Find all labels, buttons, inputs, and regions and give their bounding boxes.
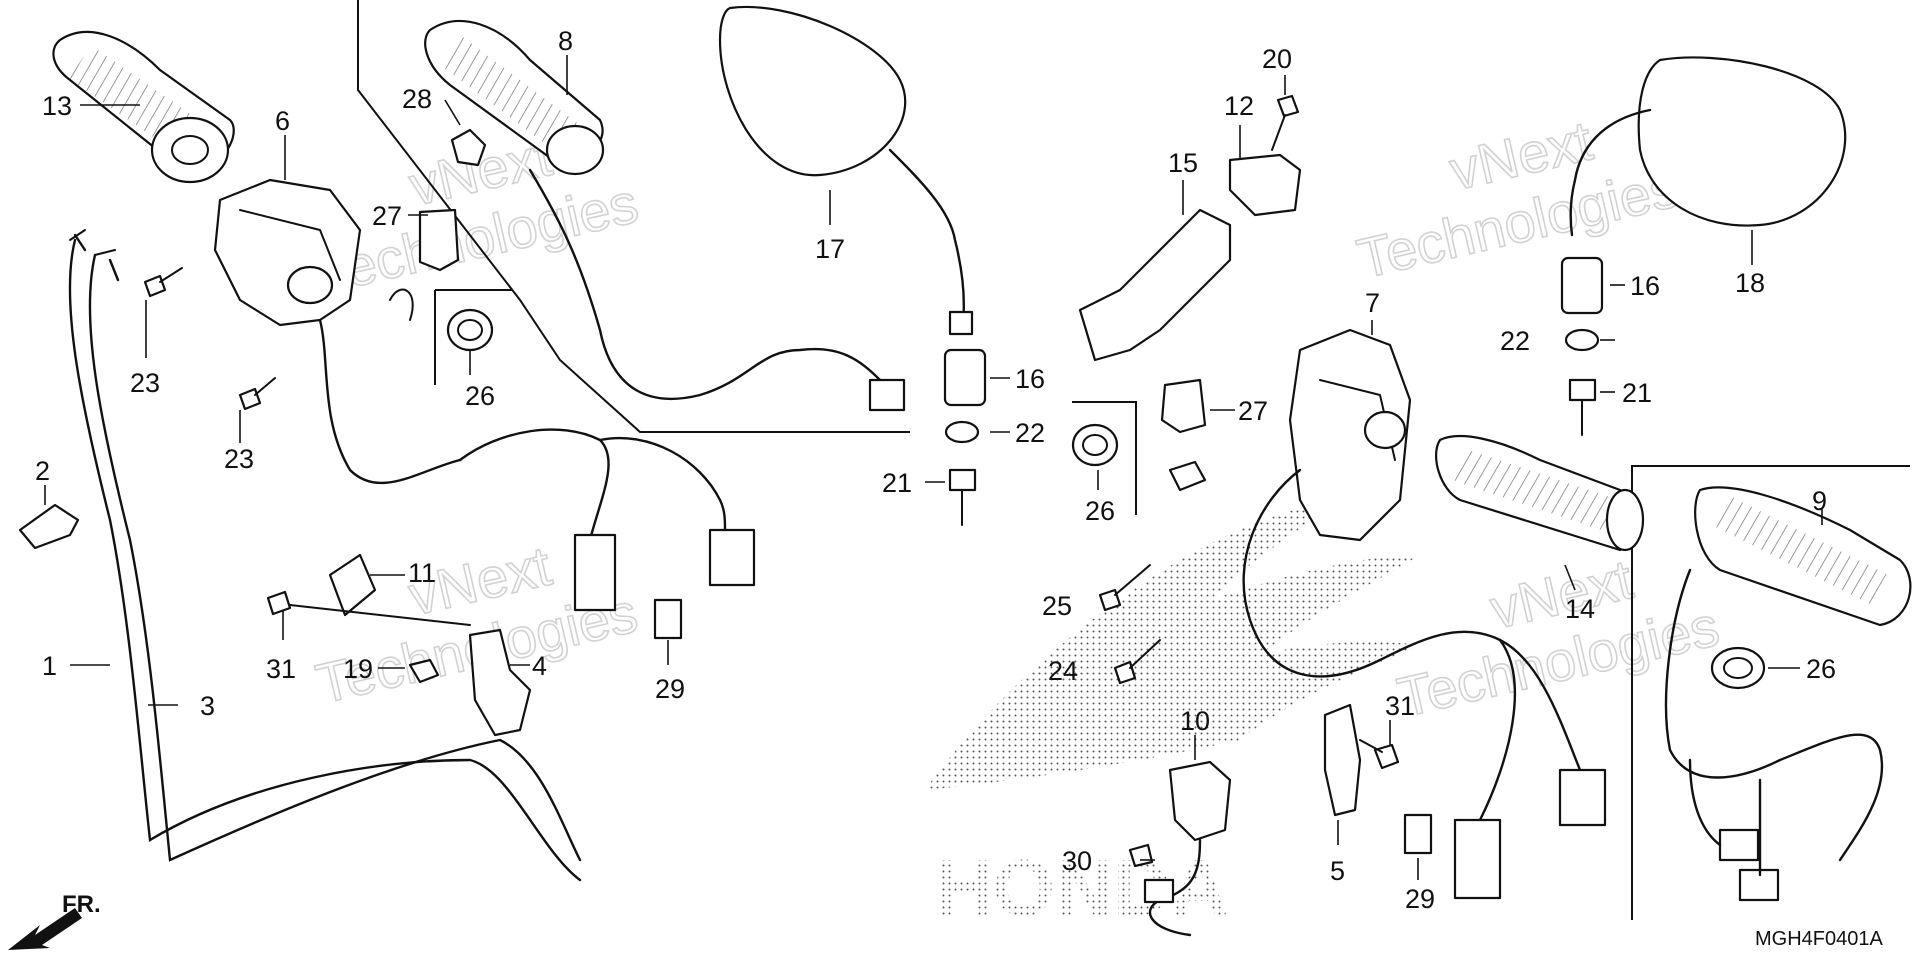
clip-28: [450, 128, 487, 167]
mirror-left: [718, 5, 974, 336]
nut-22-right: [1564, 328, 1600, 352]
watermark-group: vNext Technologies vNext Technologies vN…: [310, 108, 1726, 730]
part-label-12: 12: [1224, 91, 1254, 121]
diagram-code: MGH4F0401A: [1755, 928, 1883, 950]
part-label-13: 13: [42, 91, 72, 121]
part-label-24: 24: [1048, 656, 1078, 686]
part-label-28: 28: [402, 84, 432, 114]
bolt-21-right: [1568, 378, 1597, 436]
bolt-23-upper: [143, 267, 183, 298]
spacer-16-left: [943, 348, 987, 407]
part-label-25: 25: [1042, 591, 1072, 621]
part-label-5: 5: [1330, 856, 1345, 886]
part-label-19: 19: [343, 654, 373, 684]
group-frames: [357, 0, 1910, 920]
part-labels: 1 2 3 4 5 6 7 8 9 10 11 12 13 14 15 16 1…: [35, 26, 1836, 914]
bolt-20: [1271, 94, 1300, 151]
band-26-far-right: [1710, 646, 1766, 690]
part-label-22-right: 22: [1500, 326, 1530, 356]
part-label-22-left: 22: [1015, 418, 1045, 448]
part-label-4: 4: [532, 651, 547, 681]
part-label-6: 6: [275, 106, 290, 136]
part-label-31-right: 31: [1385, 691, 1415, 721]
part-label-23-lower: 23: [224, 444, 254, 474]
bracket-5: [1323, 703, 1362, 817]
part-label-27-right: 27: [1238, 396, 1268, 426]
heated-grip-9: [1664, 486, 1912, 902]
part-label-16-right: 16: [1630, 271, 1660, 301]
bolt-21-left: [948, 468, 977, 526]
honda-logo: HONDA: [925, 500, 1420, 932]
holder-12: [1228, 153, 1302, 217]
bolt-23-lower: [238, 377, 276, 411]
spacer-16-right: [1560, 256, 1604, 315]
part-label-18: 18: [1735, 268, 1765, 298]
connector-29-left: [653, 598, 683, 640]
part-label-31-left: 31: [266, 654, 296, 684]
front-arrow: FR.: [8, 891, 101, 950]
left-grip: [52, 30, 235, 184]
right-grip: [1435, 434, 1645, 552]
bolt-31-right: [1359, 739, 1400, 770]
part-label-27-left: 27: [372, 201, 402, 231]
part-label-20: 20: [1262, 44, 1292, 74]
part-label-23-upper: 23: [130, 368, 160, 398]
part-label-21-left: 21: [882, 468, 912, 498]
cable-clip-27-right: [1160, 378, 1207, 434]
part-label-16-left: 16: [1015, 364, 1045, 394]
clip-30: [1128, 843, 1154, 868]
band-26-left: [446, 308, 494, 352]
part-label-9: 9: [1812, 486, 1827, 516]
part-label-29-right: 29: [1405, 884, 1435, 914]
throttle-cables: [68, 229, 582, 882]
clip-small-right: [1168, 460, 1207, 492]
part-label-7: 7: [1365, 288, 1380, 318]
part-label-26-far-right: 26: [1806, 654, 1836, 684]
cable-clip-27-left: [418, 208, 460, 272]
bolt-25: [1098, 564, 1151, 612]
part-label-21-right: 21: [1622, 378, 1652, 408]
part-label-3: 3: [200, 691, 215, 721]
part-label-15: 15: [1168, 148, 1198, 178]
part-label-30: 30: [1062, 846, 1092, 876]
bolt-24: [1113, 639, 1161, 685]
cable-guide-2: [18, 503, 80, 550]
right-switch-housing: [1242, 328, 1607, 900]
throttle-grip: [424, 20, 906, 412]
mirror-right: [1569, 56, 1847, 237]
part-label-8: 8: [558, 26, 573, 56]
part-label-2: 2: [35, 456, 50, 486]
connector-29-right: [1403, 813, 1433, 855]
bracket-15: [1078, 208, 1232, 362]
band-26-right: [1071, 423, 1119, 467]
part-label-26-left: 26: [465, 381, 495, 411]
nut-22-left: [944, 420, 980, 444]
part-label-11: 11: [408, 558, 436, 588]
part-label-14: 14: [1565, 594, 1595, 624]
leader-lines: [44, 55, 1823, 880]
switch-10: [1143, 760, 1232, 937]
part-label-17: 17: [815, 234, 845, 264]
part-label-26-right: 26: [1085, 496, 1115, 526]
left-switch-housing: [213, 178, 756, 612]
front-arrow-label: FR.: [62, 891, 101, 918]
part-label-29-left: 29: [655, 674, 685, 704]
honda-logo-text: HONDA: [935, 843, 1228, 932]
bracket-assembly-left: [266, 553, 532, 737]
part-label-10: 10: [1180, 706, 1210, 736]
part-label-1: 1: [42, 651, 57, 681]
